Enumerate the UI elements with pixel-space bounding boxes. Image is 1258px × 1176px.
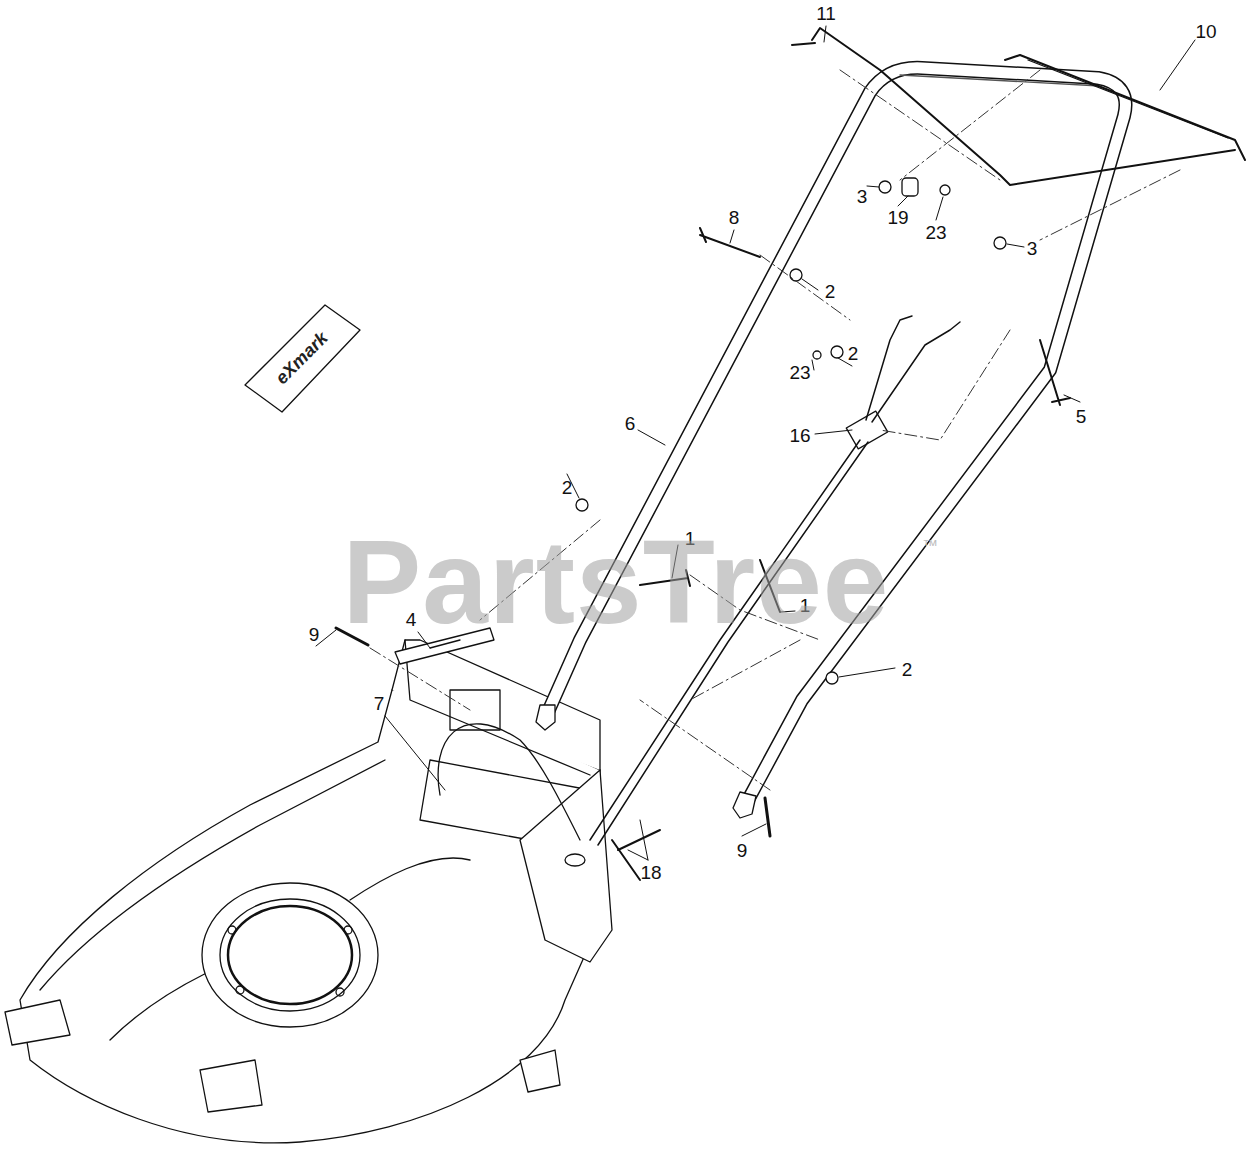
callout-number: 11 (816, 4, 836, 23)
callout-number: 9 (309, 625, 320, 644)
callout-number: 18 (640, 863, 661, 882)
callout-number: 19 (887, 208, 908, 227)
callout-number: 2 (825, 282, 836, 301)
callout-number: 10 (1195, 22, 1216, 41)
callout-number: 7 (374, 694, 385, 713)
trademark-sign: ™ (922, 538, 938, 554)
callout-number: 5 (1076, 407, 1087, 426)
callout-number: 6 (625, 414, 636, 433)
callout-number: 8 (729, 208, 740, 227)
callout-number: 9 (737, 841, 748, 860)
callout-number: 2 (848, 344, 859, 363)
callout-number: 3 (857, 187, 868, 206)
callout-number: 23 (925, 223, 946, 242)
callout-number: 3 (1027, 239, 1038, 258)
callout-number: 23 (789, 363, 810, 382)
watermark: PartsTree (343, 523, 890, 641)
callout-number: 2 (902, 660, 913, 679)
callout-number: 16 (789, 426, 810, 445)
callout-number: 2 (562, 478, 573, 497)
